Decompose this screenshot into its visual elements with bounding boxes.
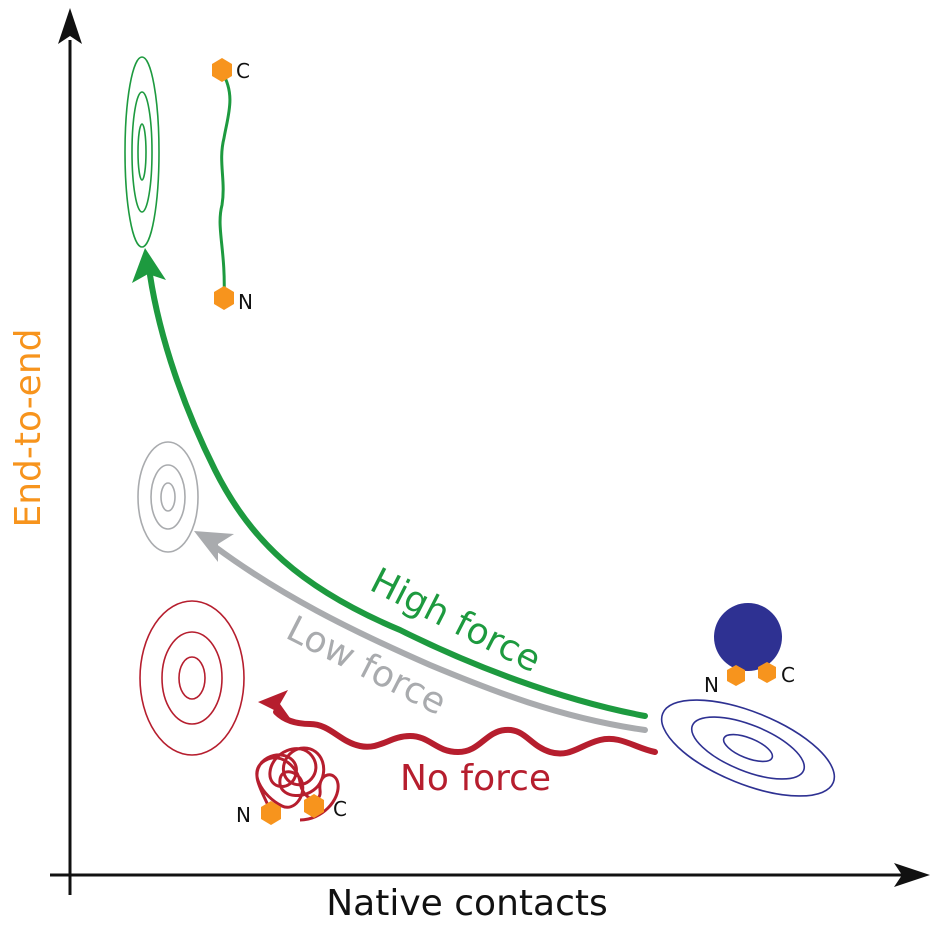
c-terminus-hex xyxy=(758,662,776,683)
high-force-path xyxy=(132,248,648,719)
y-axis-arrowhead xyxy=(58,8,82,44)
extended-c-label: C xyxy=(236,59,250,83)
y-axis-label: End-to-end xyxy=(8,328,49,527)
low-force-arrowhead xyxy=(194,531,234,562)
n-terminus-hex xyxy=(727,665,745,686)
tangled-protein: N C xyxy=(236,746,347,827)
native-state-basin xyxy=(660,699,836,797)
folded-protein: N C xyxy=(704,603,795,697)
folded-n-label: N xyxy=(704,673,719,697)
axes xyxy=(50,8,930,895)
tangled-c-hex xyxy=(304,794,324,818)
tangled-n-label: N xyxy=(236,803,251,827)
x-axis-label: Native contacts xyxy=(326,883,607,924)
x-axis-arrowhead xyxy=(894,863,930,887)
no-force-arrowhead xyxy=(258,690,290,718)
extended-protein: C N xyxy=(212,58,253,314)
extended-n-hex xyxy=(214,286,234,310)
tangled-n-hex xyxy=(261,801,281,825)
low-force-basin xyxy=(137,441,199,553)
low-force-path xyxy=(194,531,648,733)
extended-state-basin xyxy=(124,56,160,248)
folded-globule xyxy=(714,603,782,671)
no-force-label: No force xyxy=(400,758,551,799)
extended-c-hex xyxy=(212,58,232,82)
extended-chain xyxy=(218,71,232,299)
unfolded-state-basin xyxy=(139,600,245,756)
high-force-arrowhead xyxy=(132,248,166,283)
folded-c-label: C xyxy=(781,663,795,687)
no-force-path xyxy=(258,690,658,757)
extended-n-label: N xyxy=(238,290,253,314)
tangled-c-label: C xyxy=(333,797,347,821)
